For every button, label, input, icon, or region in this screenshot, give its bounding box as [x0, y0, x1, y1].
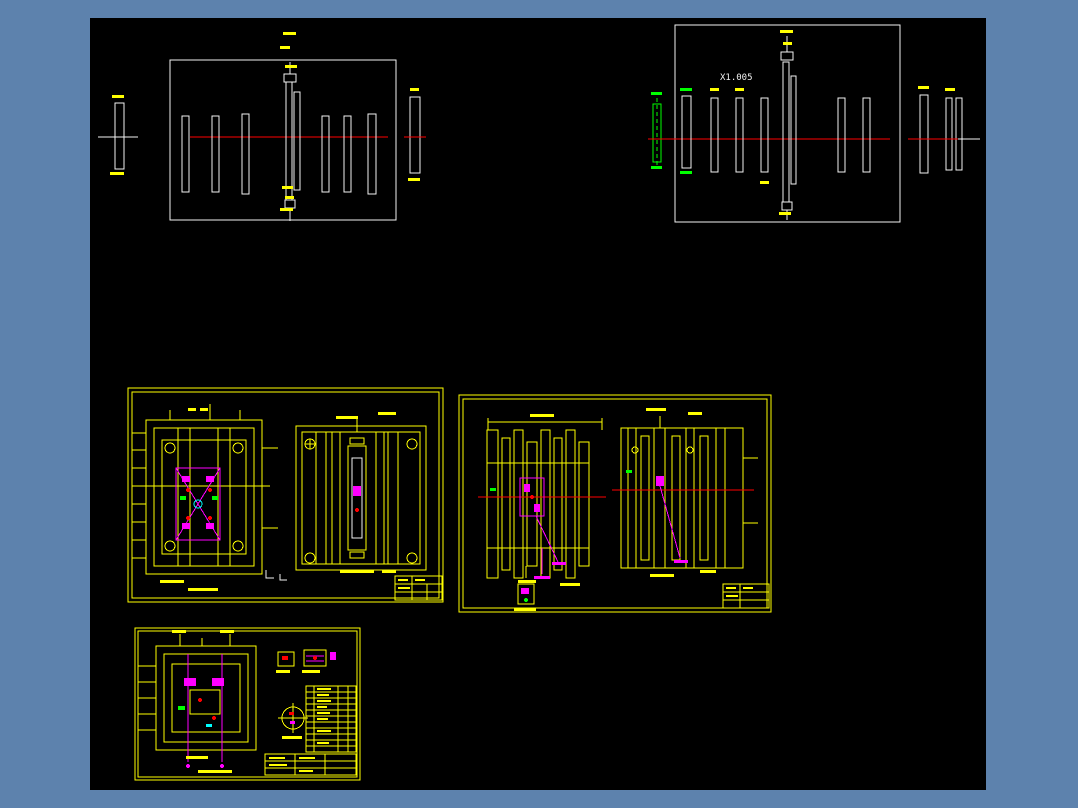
section-view-left — [478, 414, 606, 586]
title-block — [265, 754, 356, 775]
detached-plate-cluster — [908, 86, 980, 173]
view-border — [675, 25, 900, 222]
title-block — [395, 576, 442, 600]
plan-view-core-plate — [296, 412, 426, 573]
assembly-label: X1.005 — [720, 73, 753, 83]
plan-view-cavity-plate — [132, 404, 278, 591]
drawing-sheet-detail — [135, 628, 360, 780]
mold-plate — [368, 114, 376, 194]
mold-plate — [410, 97, 420, 173]
mold-plate — [242, 114, 249, 194]
drawing-sheet-plan-views — [128, 388, 443, 602]
mold-plate — [838, 98, 845, 172]
detail-callout — [514, 584, 536, 611]
plan-view-detail — [138, 630, 256, 773]
sheet-border — [128, 388, 443, 602]
circle-detail — [278, 703, 308, 739]
core-pocket — [176, 468, 220, 540]
mold-plate — [736, 98, 743, 172]
mold-plate — [322, 116, 329, 192]
sheet-border — [135, 628, 360, 780]
assembly-side-view-right: X1.005 — [648, 25, 980, 222]
mold-plate — [682, 96, 691, 168]
center-core-stack — [284, 62, 300, 221]
title-block — [723, 584, 769, 608]
detail-views — [276, 650, 336, 673]
mold-plate — [863, 98, 870, 172]
section-view-right — [612, 408, 758, 577]
mold-plate — [182, 116, 189, 192]
mold-plate — [115, 103, 124, 169]
mold-plate — [711, 98, 718, 172]
cad-viewport[interactable]: X1.005 — [90, 18, 986, 790]
assembly-side-view-left — [98, 32, 426, 221]
parts-list-table — [306, 686, 356, 752]
green-guide-element — [651, 92, 662, 169]
mold-plate — [212, 116, 219, 192]
center-core-stack — [781, 36, 796, 220]
mold-plate — [344, 116, 351, 192]
sheet-border — [459, 395, 771, 612]
drawing-sheet-section-views — [459, 395, 771, 612]
view-border — [170, 60, 396, 220]
cad-drawing: X1.005 — [90, 18, 986, 790]
mold-plate — [761, 98, 768, 172]
